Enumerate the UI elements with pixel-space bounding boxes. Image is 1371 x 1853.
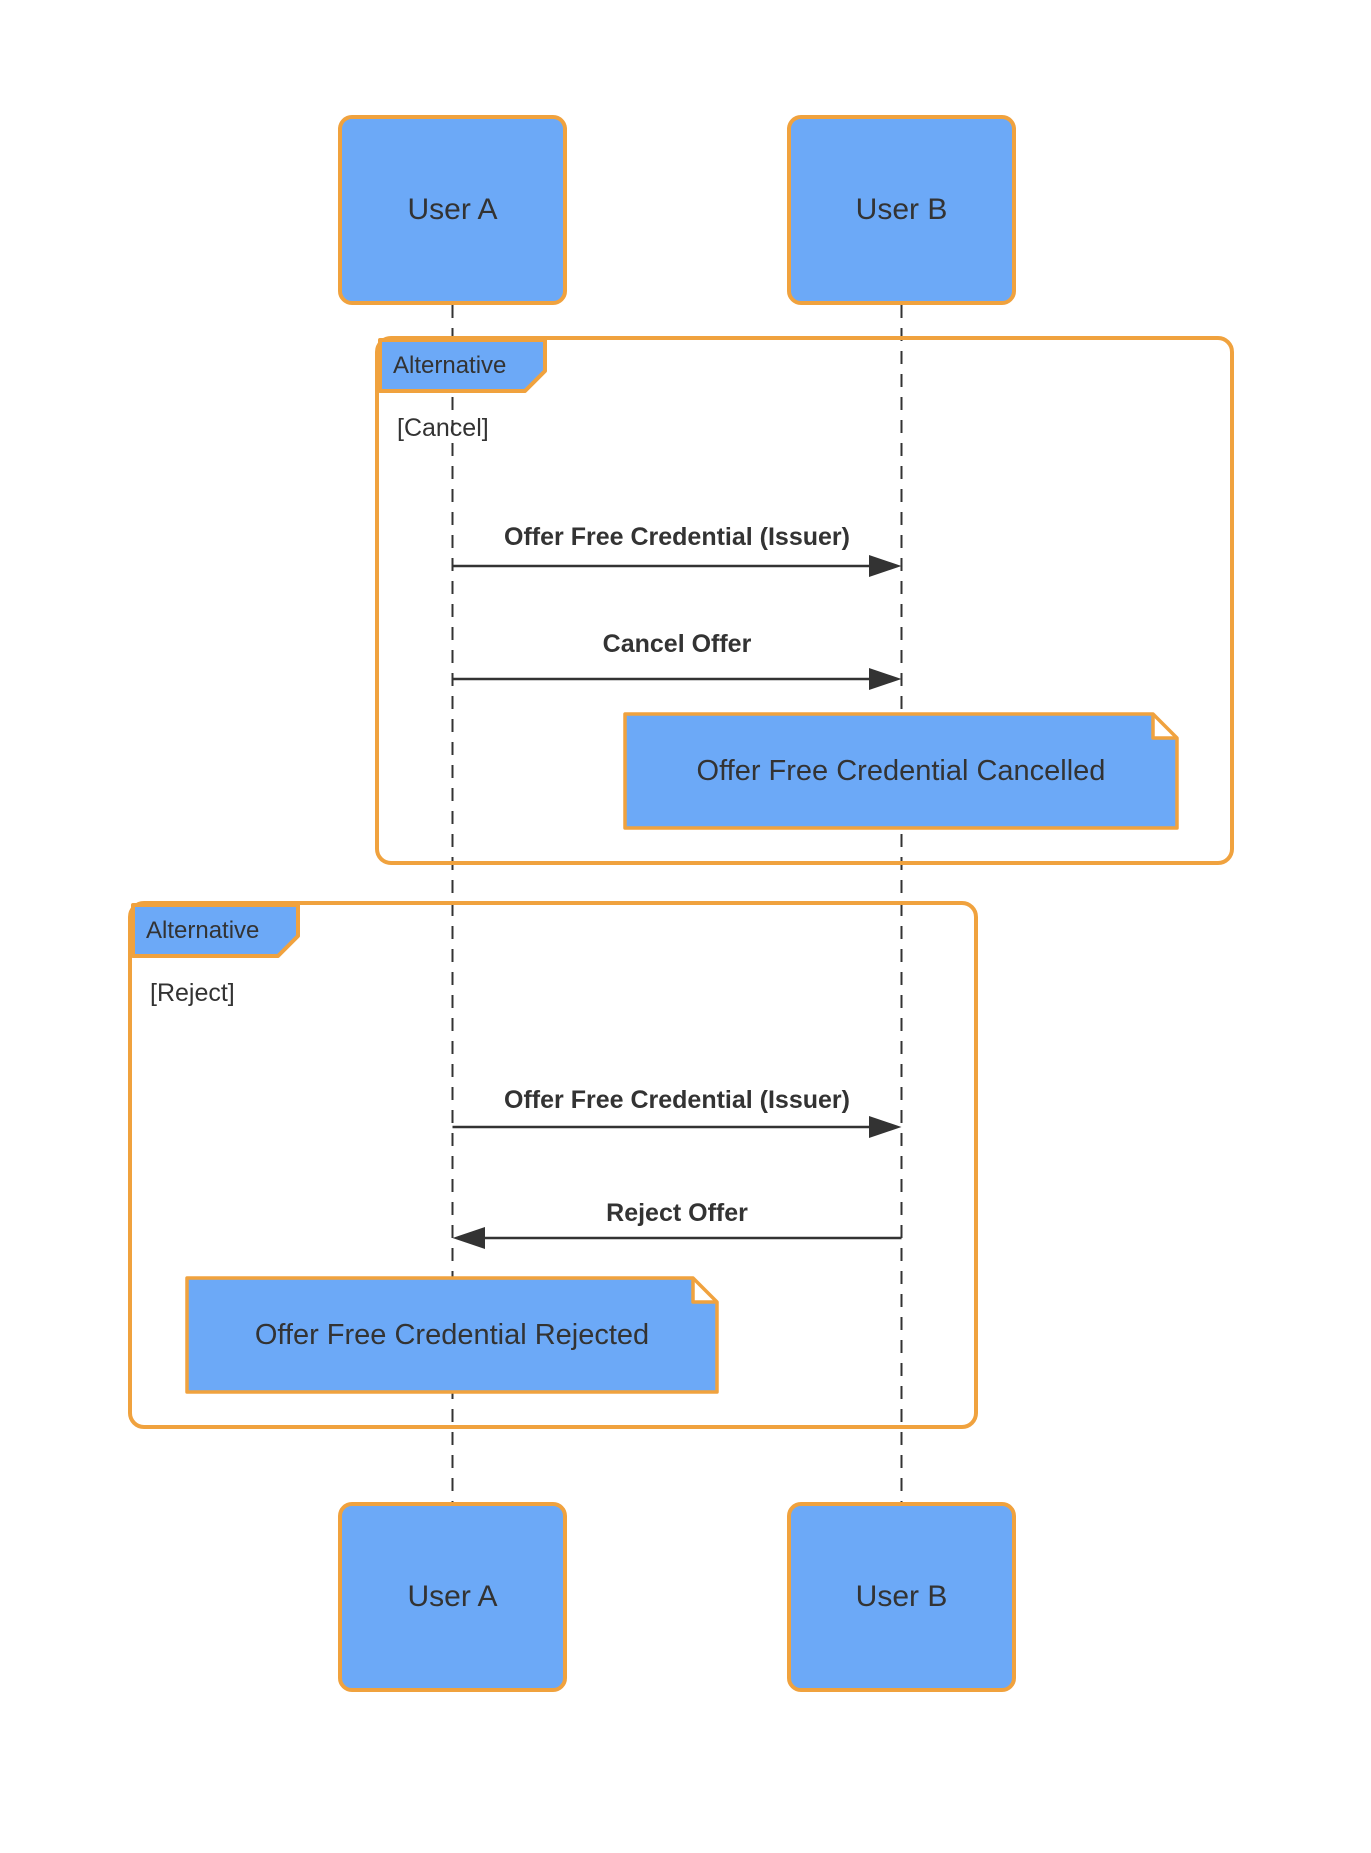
actor-user-a-top: User A bbox=[338, 115, 567, 305]
note-fold-icon bbox=[1151, 714, 1177, 740]
fragment-guard-reject: [Reject] bbox=[150, 979, 235, 1007]
fragment-frame bbox=[375, 336, 1234, 865]
arrowhead-right bbox=[869, 668, 902, 690]
note-fill bbox=[625, 714, 1177, 828]
actor-label: User A bbox=[407, 1580, 498, 1613]
arrowhead-right bbox=[869, 555, 902, 577]
arrow-offer-free-credential-reject bbox=[452, 1116, 902, 1138]
actor-label: User B bbox=[855, 1580, 948, 1613]
arrow-offer-free-credential-cancel bbox=[452, 555, 902, 577]
note-text-rejected: Offer Free Credential Rejected bbox=[254, 1318, 650, 1351]
actor-user-b-bottom: User B bbox=[787, 1502, 1016, 1692]
actor-user-a-bottom: User A bbox=[338, 1502, 567, 1692]
fragment-operator-cancel: Alternative bbox=[393, 352, 507, 379]
arrow-cancel-offer bbox=[452, 668, 902, 690]
alt-fragment-cancel bbox=[375, 336, 1234, 865]
message-arrows bbox=[452, 555, 902, 1249]
arrowhead-left bbox=[452, 1227, 485, 1249]
note-outline bbox=[185, 1276, 719, 1394]
message-label-offer-free-credential-1: Offer Free Credential (Issuer) bbox=[504, 523, 850, 551]
fragment-guard-cancel: [Cancel] bbox=[397, 414, 489, 442]
fragment-label-pentagon bbox=[131, 903, 300, 958]
fragment-operator-reject: Alternative bbox=[146, 917, 260, 944]
note-fold-icon bbox=[691, 1278, 717, 1304]
note-rejected bbox=[185, 1276, 719, 1394]
fragment-frame bbox=[128, 901, 978, 1429]
actor-label: User A bbox=[407, 193, 498, 226]
arrowhead-right bbox=[869, 1116, 902, 1138]
fragment-label-pentagon bbox=[378, 338, 547, 393]
actor-user-b-top: User B bbox=[787, 115, 1016, 305]
note-cancelled bbox=[623, 712, 1179, 830]
note-fill bbox=[187, 1278, 717, 1392]
note-outline bbox=[623, 712, 1179, 830]
actor-label: User B bbox=[855, 193, 948, 226]
message-label-reject-offer: Reject Offer bbox=[606, 1199, 748, 1227]
alt-fragment-reject bbox=[128, 901, 978, 1429]
arrow-reject-offer bbox=[452, 1227, 902, 1249]
message-label-cancel-offer: Cancel Offer bbox=[602, 630, 752, 658]
message-label-offer-free-credential-2: Offer Free Credential (Issuer) bbox=[504, 1086, 850, 1114]
note-text-cancelled: Offer Free Credential Cancelled bbox=[696, 754, 1106, 787]
